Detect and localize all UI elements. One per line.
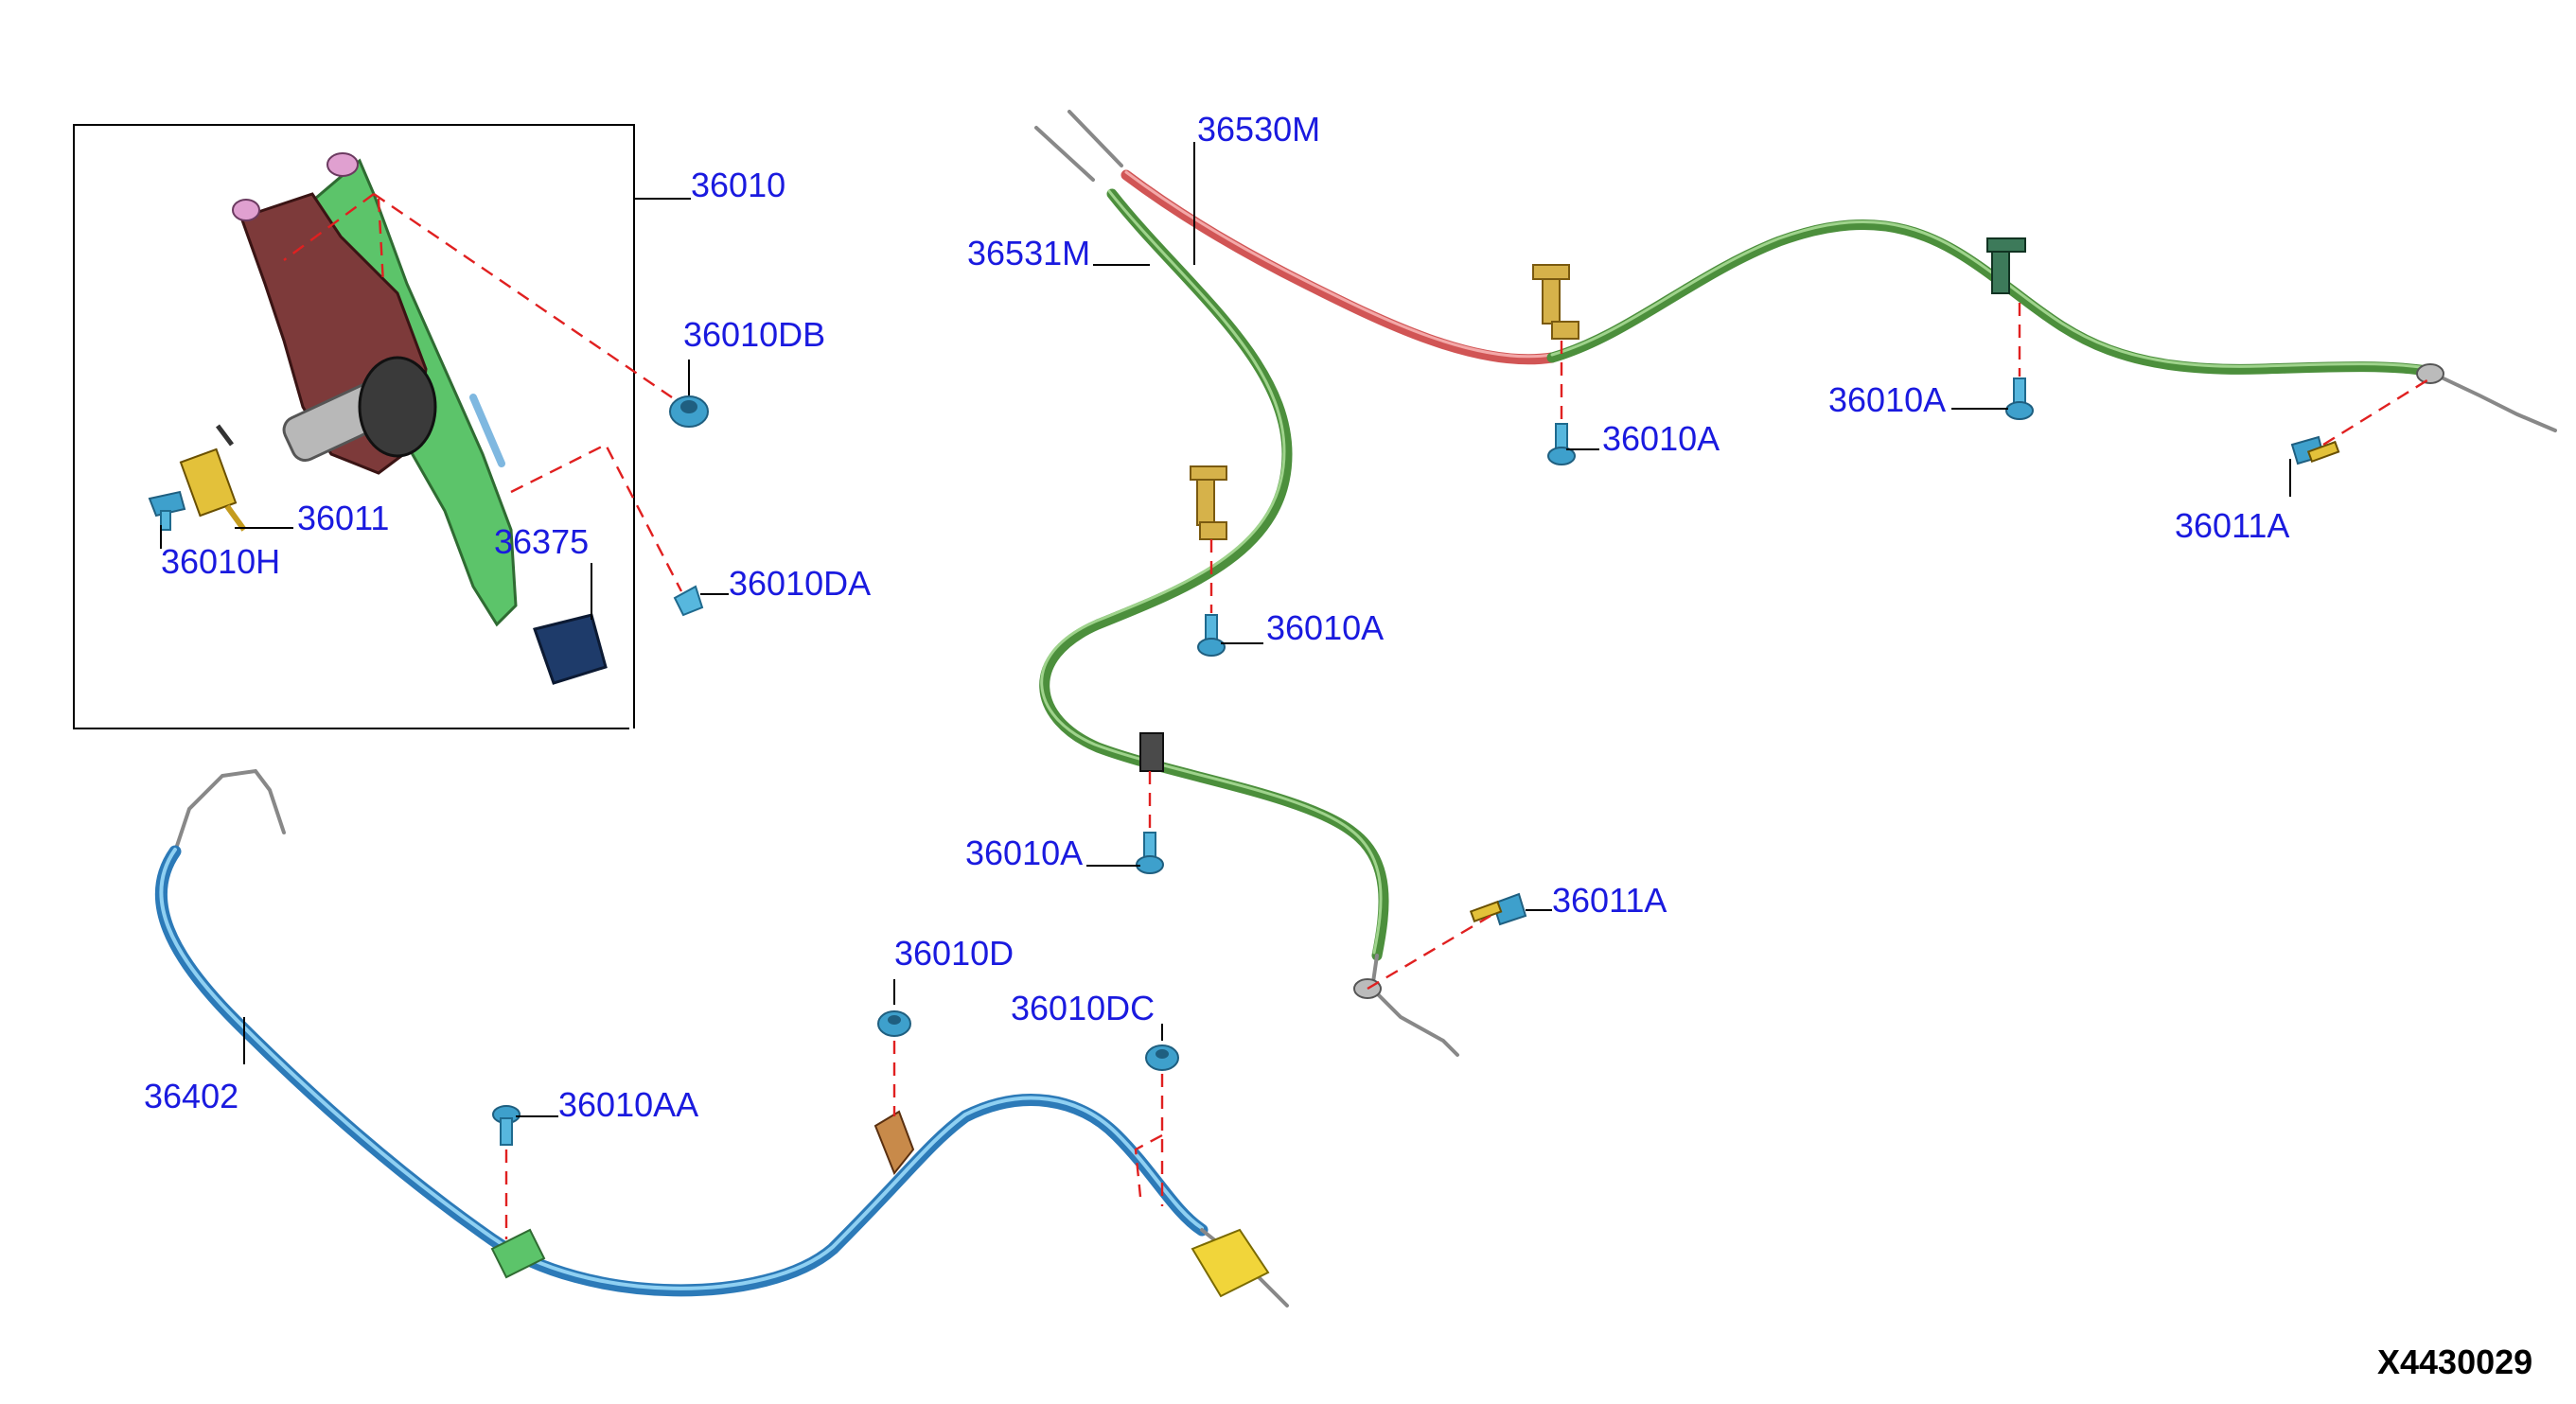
equalizer-block <box>1191 1228 1270 1298</box>
cable-end-wire-1 <box>1034 126 1095 182</box>
rear-cable-end-wire <box>173 768 286 853</box>
label-36011A-1: 36011A <box>2175 506 2289 545</box>
label-36010A-3: 36010A <box>1266 608 1384 647</box>
label-36010D: 36010D <box>894 934 1014 973</box>
front-cable-group <box>1034 110 2557 1057</box>
bracket-front-4 <box>1139 732 1164 772</box>
cable-36402-highlight <box>159 848 1204 1290</box>
diagram-reference-code: X4430029 <box>2377 1343 2532 1381</box>
rear-cable-copper-bracket <box>873 1110 915 1175</box>
explode-line-11a-2 <box>1367 914 1491 991</box>
bracket-front-1 <box>1532 264 1579 340</box>
pedal-assembly-inset <box>73 124 729 729</box>
inset-frame <box>73 124 635 729</box>
cable-left-wire-end <box>1369 954 1459 1057</box>
explode-line-dc-2 <box>1134 1133 1163 1198</box>
clip-36010DA <box>673 585 704 617</box>
bolt-36010A-2 <box>2005 377 2034 420</box>
label-36530M: 36530M <box>1197 110 1320 149</box>
pedal-spring <box>358 356 437 458</box>
rear-cable-green-bracket <box>490 1228 546 1279</box>
label-36010AA: 36010AA <box>558 1085 698 1124</box>
bolt-36010A-3 <box>1197 614 1226 657</box>
stud-top <box>326 152 359 177</box>
label-36010DB: 36010DB <box>683 315 825 354</box>
switch-part <box>179 424 247 532</box>
nut-36010DC <box>1145 1044 1179 1071</box>
stud-left <box>232 199 260 221</box>
label-36010: 36010 <box>691 166 785 204</box>
label-36011A-2: 36011A <box>1552 881 1667 920</box>
cable-36530M-highlight <box>1124 170 1554 359</box>
nut-36010DB <box>669 395 709 428</box>
part-labels: 36010 36010DB 36011 36010H 36375 36010DA… <box>144 110 2532 1381</box>
cable-end-wire-2 <box>1067 110 1123 167</box>
explode-line-11a-1 <box>2322 377 2431 447</box>
explode-line-db <box>373 193 673 398</box>
cable-36531M-highlight <box>1040 189 1383 955</box>
explode-line-pivot <box>283 193 375 261</box>
label-36402: 36402 <box>144 1077 238 1115</box>
label-36011: 36011 <box>297 499 389 537</box>
bolt-36010H <box>148 490 186 531</box>
bolt-36011A-1 <box>2290 435 2340 465</box>
bolt-36010A-1 <box>1547 423 1576 465</box>
rear-cable-group <box>154 768 1289 1307</box>
label-36375: 36375 <box>494 522 589 561</box>
label-36010A-4: 36010A <box>965 834 1083 872</box>
label-36010H: 36010H <box>161 542 280 581</box>
explode-line-da <box>510 443 683 592</box>
explode-line-stud <box>377 198 385 285</box>
label-36010DC: 36010DC <box>1011 989 1155 1027</box>
bolt-36010AA <box>492 1105 520 1146</box>
label-36531M: 36531M <box>967 234 1090 272</box>
bracket-front-3 <box>1190 465 1227 540</box>
bracket-front-2 <box>1986 237 2026 294</box>
cable-right-end-fitting <box>2416 363 2444 384</box>
cable-36402 <box>154 845 1209 1297</box>
bolt-36011A-2 <box>1469 892 1527 926</box>
label-36010DA: 36010DA <box>729 564 871 603</box>
pedal-rod <box>469 394 505 467</box>
bolt-36010A-4 <box>1136 832 1164 874</box>
cable-36530M-red <box>1120 169 1558 365</box>
label-36010A-1: 36010A <box>1602 419 1720 458</box>
cable-rear-wire-right <box>2426 369 2557 432</box>
pedal-pad <box>533 613 608 685</box>
label-36010A-2: 36010A <box>1828 380 1946 419</box>
nut-36010D <box>877 1010 911 1037</box>
